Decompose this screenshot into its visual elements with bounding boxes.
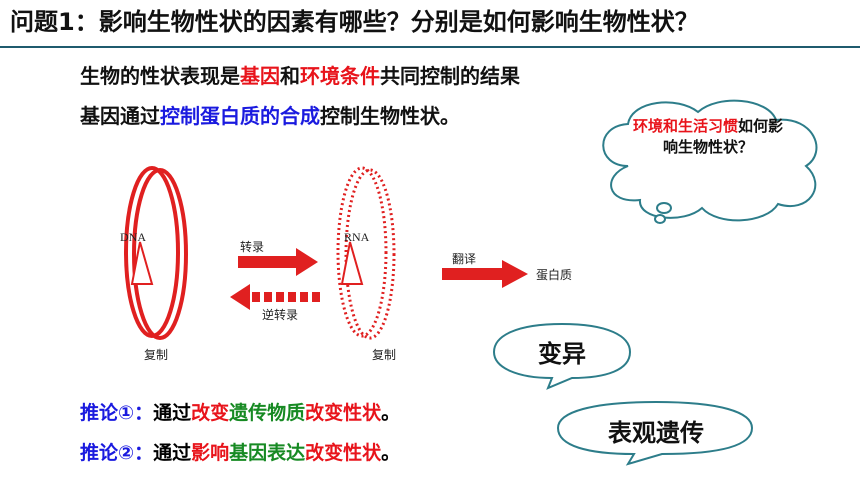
statement-text: 共同控制的结果 — [380, 64, 520, 88]
inference-text: 通过 — [153, 442, 192, 464]
title-divider — [0, 46, 860, 48]
speech-bubble-epigenetics — [556, 400, 754, 466]
inference-highlight: 遗传物质 — [229, 402, 306, 424]
thought-highlight: 环境和生活习惯 — [632, 117, 738, 135]
statement-line-2: 基因通过控制蛋白质的合成控制生物性状。 — [80, 100, 460, 129]
inference-2: 推论②：通过影响基因表达改变性状。 — [80, 438, 400, 465]
inference-text: 。 — [381, 402, 401, 424]
inference-highlight: 基因表达 — [229, 442, 306, 464]
statement-text: 生物的性状表现是 — [80, 64, 240, 88]
highlight-environment: 环境条件 — [300, 64, 380, 88]
inference-label: 推论②： — [80, 442, 154, 464]
statement-text: 基因通过 — [80, 104, 160, 128]
reverse-transcription-label: 逆转录 — [262, 308, 299, 322]
inference-text: 。 — [381, 442, 401, 464]
inference-highlight: 影响 — [191, 442, 230, 464]
thought-text: 如何影响生物性状？ — [662, 117, 784, 156]
protein-label: 蛋白质 — [536, 268, 573, 282]
inference-highlight: 改变性状 — [305, 442, 382, 464]
inference-highlight: 改变性状 — [305, 402, 382, 424]
thought-cloud — [602, 99, 818, 224]
epigenetics-label: 表观遗传 — [608, 419, 704, 447]
statement-text: 控制生物性状。 — [320, 104, 460, 128]
rna-replication-label: 复制 — [372, 348, 397, 362]
inference-text: 通过 — [153, 402, 192, 424]
statement-line-1: 生物的性状表现是基因和环境条件共同控制的结果 — [80, 60, 520, 89]
diagram-shapes — [124, 166, 528, 340]
speech-bubble-variation — [492, 322, 632, 390]
thought-question: 环境和生活习惯如何影响生物性状？ — [628, 116, 788, 158]
rna-label: RNA — [344, 230, 370, 244]
translation-label: 翻译 — [452, 252, 477, 266]
highlight-gene: 基因 — [240, 64, 280, 88]
variation-label: 变异 — [538, 340, 586, 368]
dna-label: DNA — [120, 230, 146, 244]
inference-1: 推论①：通过改变遗传物质改变性状。 — [80, 398, 400, 425]
inference-label: 推论①： — [80, 402, 154, 424]
dna-replication-label: 复制 — [144, 348, 169, 362]
inference-highlight: 改变 — [191, 402, 230, 424]
transcription-label: 转录 — [240, 240, 265, 254]
statement-text: 和 — [280, 64, 300, 88]
page-title: 问题1：影响生物性状的因素有哪些？分别是如何影响生物性状？ — [10, 8, 699, 36]
highlight-protein-synthesis: 控制蛋白质的合成 — [160, 104, 320, 128]
